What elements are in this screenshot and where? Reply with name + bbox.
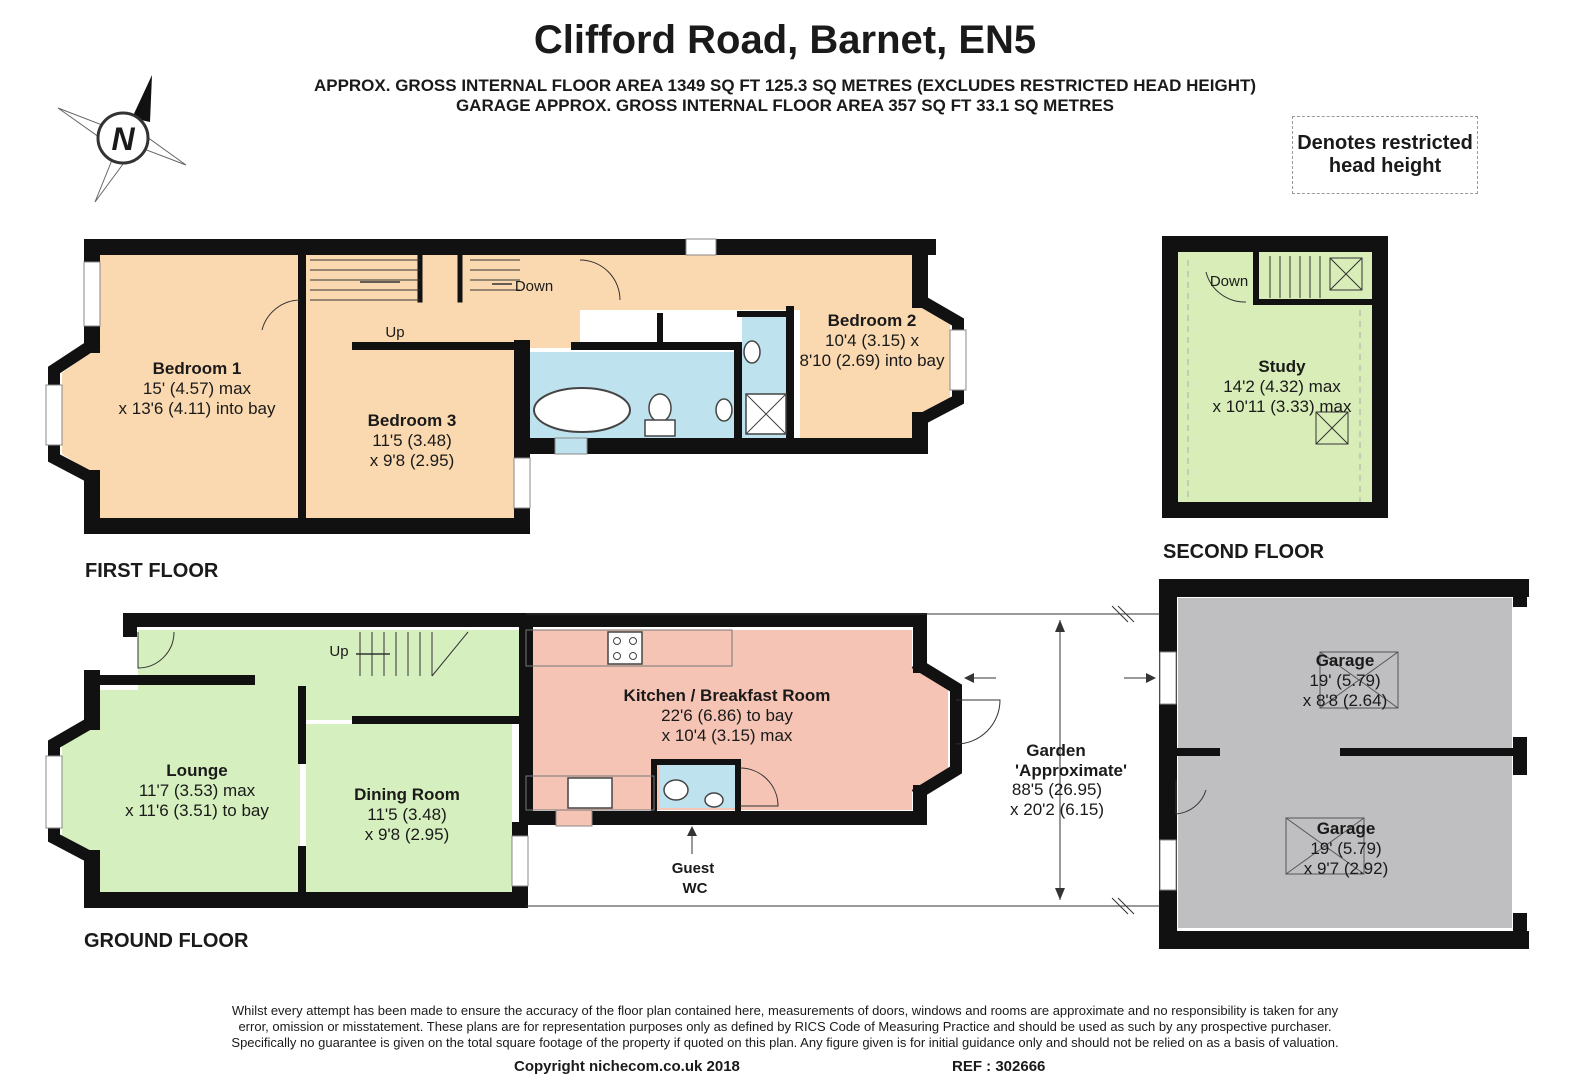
first-floor-stairs [261,259,621,331]
garage-2-dim-1: 19' (5.79) [1310,839,1381,858]
first-floor-stairs-down-label: Down [515,278,553,295]
bedroom-3-dim-2: x 9'8 (2.95) [370,451,455,470]
study-stairs [1205,256,1363,303]
dining-room-dim-2: x 9'8 (2.95) [365,825,450,844]
disclaimer-line-1: Whilst every attempt has been made to en… [231,1003,1339,1018]
guest-wc-name-2: WC [683,880,708,897]
garage-1-name: Garage [1316,651,1375,670]
disclaimer: Whilst every attempt has been made to en… [180,1003,1390,1051]
garage-room [1178,598,1512,928]
bedroom-2-dim-2: 8'10 (2.69) into bay [799,351,945,370]
bedroom-1-dim-2: x 13'6 (4.11) into bay [119,399,276,418]
guest-wc-name: Guest [672,860,715,877]
kitchen-dim-1: 22'6 (6.86) to bay [661,706,793,725]
second-floor-label: SECOND FLOOR [1163,541,1325,563]
ground-floor-plan: Up Lounge 11'7 (3.53) max x 11'6 (3.51) … [45,579,1529,949]
first-floor-plan: Bedroom 1 15' (4.57) max x 13'6 (4.11) i… [45,238,967,534]
garage-2-dim-2: x 9'7 (2.92) [1304,859,1389,878]
study-stairs-down-label: Down [1210,273,1248,290]
bedroom-2-room [528,255,950,438]
study-dim-1: 14'2 (4.32) max [1223,377,1341,396]
restricted-height-legend: Denotes restricted head height [1292,116,1478,194]
ground-floor-stairs [356,631,469,677]
area-line-1: APPROX. GROSS INTERNAL FLOOR AREA 1349 S… [313,76,1257,95]
dining-room-name: Dining Room [354,785,460,804]
area-line-2: GARAGE APPROX. GROSS INTERNAL FLOOR AREA… [455,96,1115,115]
garden-name-2: 'Approximate' [1015,761,1127,780]
kitchen-room [526,630,948,810]
dining-room [306,724,512,892]
reference-number: REF : 302666 [952,1058,1046,1075]
garage-1-dim-1: 19' (5.79) [1309,671,1380,690]
legend-line-2: head height [1328,155,1442,177]
lounge-name: Lounge [166,761,227,780]
ground-floor-stairs-up-label: Up [329,643,348,660]
bedroom-1-name: Bedroom 1 [153,359,242,378]
landing-room [298,255,528,347]
dining-room-dim-1: 11'5 (3.48) [367,805,446,824]
garden-name: Garden [1026,741,1086,760]
lounge-room [62,690,300,892]
first-floor-label: FIRST FLOOR [85,560,219,582]
bedroom-1-room [62,255,298,518]
bedroom-2-dim-1: 10'4 (3.15) x [825,331,919,350]
bedroom-1-dim-1: 15' (4.57) max [143,379,252,398]
study-dim-2: x 10'11 (3.33) max [1213,397,1352,416]
lounge-dim-1: 11'7 (3.53) max [139,781,256,800]
study-name: Study [1258,357,1306,376]
bedroom-3-room [306,346,516,518]
ground-floor-label: GROUND FLOOR [84,930,249,952]
compass-north-icon: N [57,75,187,203]
garden-dim-1: 88'5 (26.95) [1012,780,1102,799]
compass-label: N [111,121,135,157]
lounge-dim-2: x 11'6 (3.51) to bay [125,801,269,820]
garden-dim-2: x 20'2 (6.15) [1010,800,1104,819]
kitchen-dim-2: x 10'4 (3.15) max [662,726,793,745]
legend-line-1: Denotes restricted [1297,132,1473,154]
first-floor-stairs-up-label: Up [385,324,404,341]
kitchen-name: Kitchen / Breakfast Room [624,686,831,705]
copyright: Copyright nichecom.co.uk 2018 [514,1058,740,1075]
disclaimer-line-3: Specifically no guarantee is given on th… [231,1035,1339,1050]
garage-1-dim-2: x 8'8 (2.64) [1303,691,1388,710]
page-title: Clifford Road, Barnet, EN5 [533,18,1037,62]
second-floor-plan: Down Study 14'2 (4.32) max x 10'11 (3.33… [1162,236,1388,518]
study-room [1178,252,1372,502]
bedroom-3-dim-1: 11'5 (3.48) [372,431,451,450]
garage-2-name: Garage [1317,819,1376,838]
bedroom-2-name: Bedroom 2 [828,311,917,330]
disclaimer-line-2: error, omission or misstatement. These p… [238,1019,1332,1034]
bedroom-3-name: Bedroom 3 [368,411,457,430]
